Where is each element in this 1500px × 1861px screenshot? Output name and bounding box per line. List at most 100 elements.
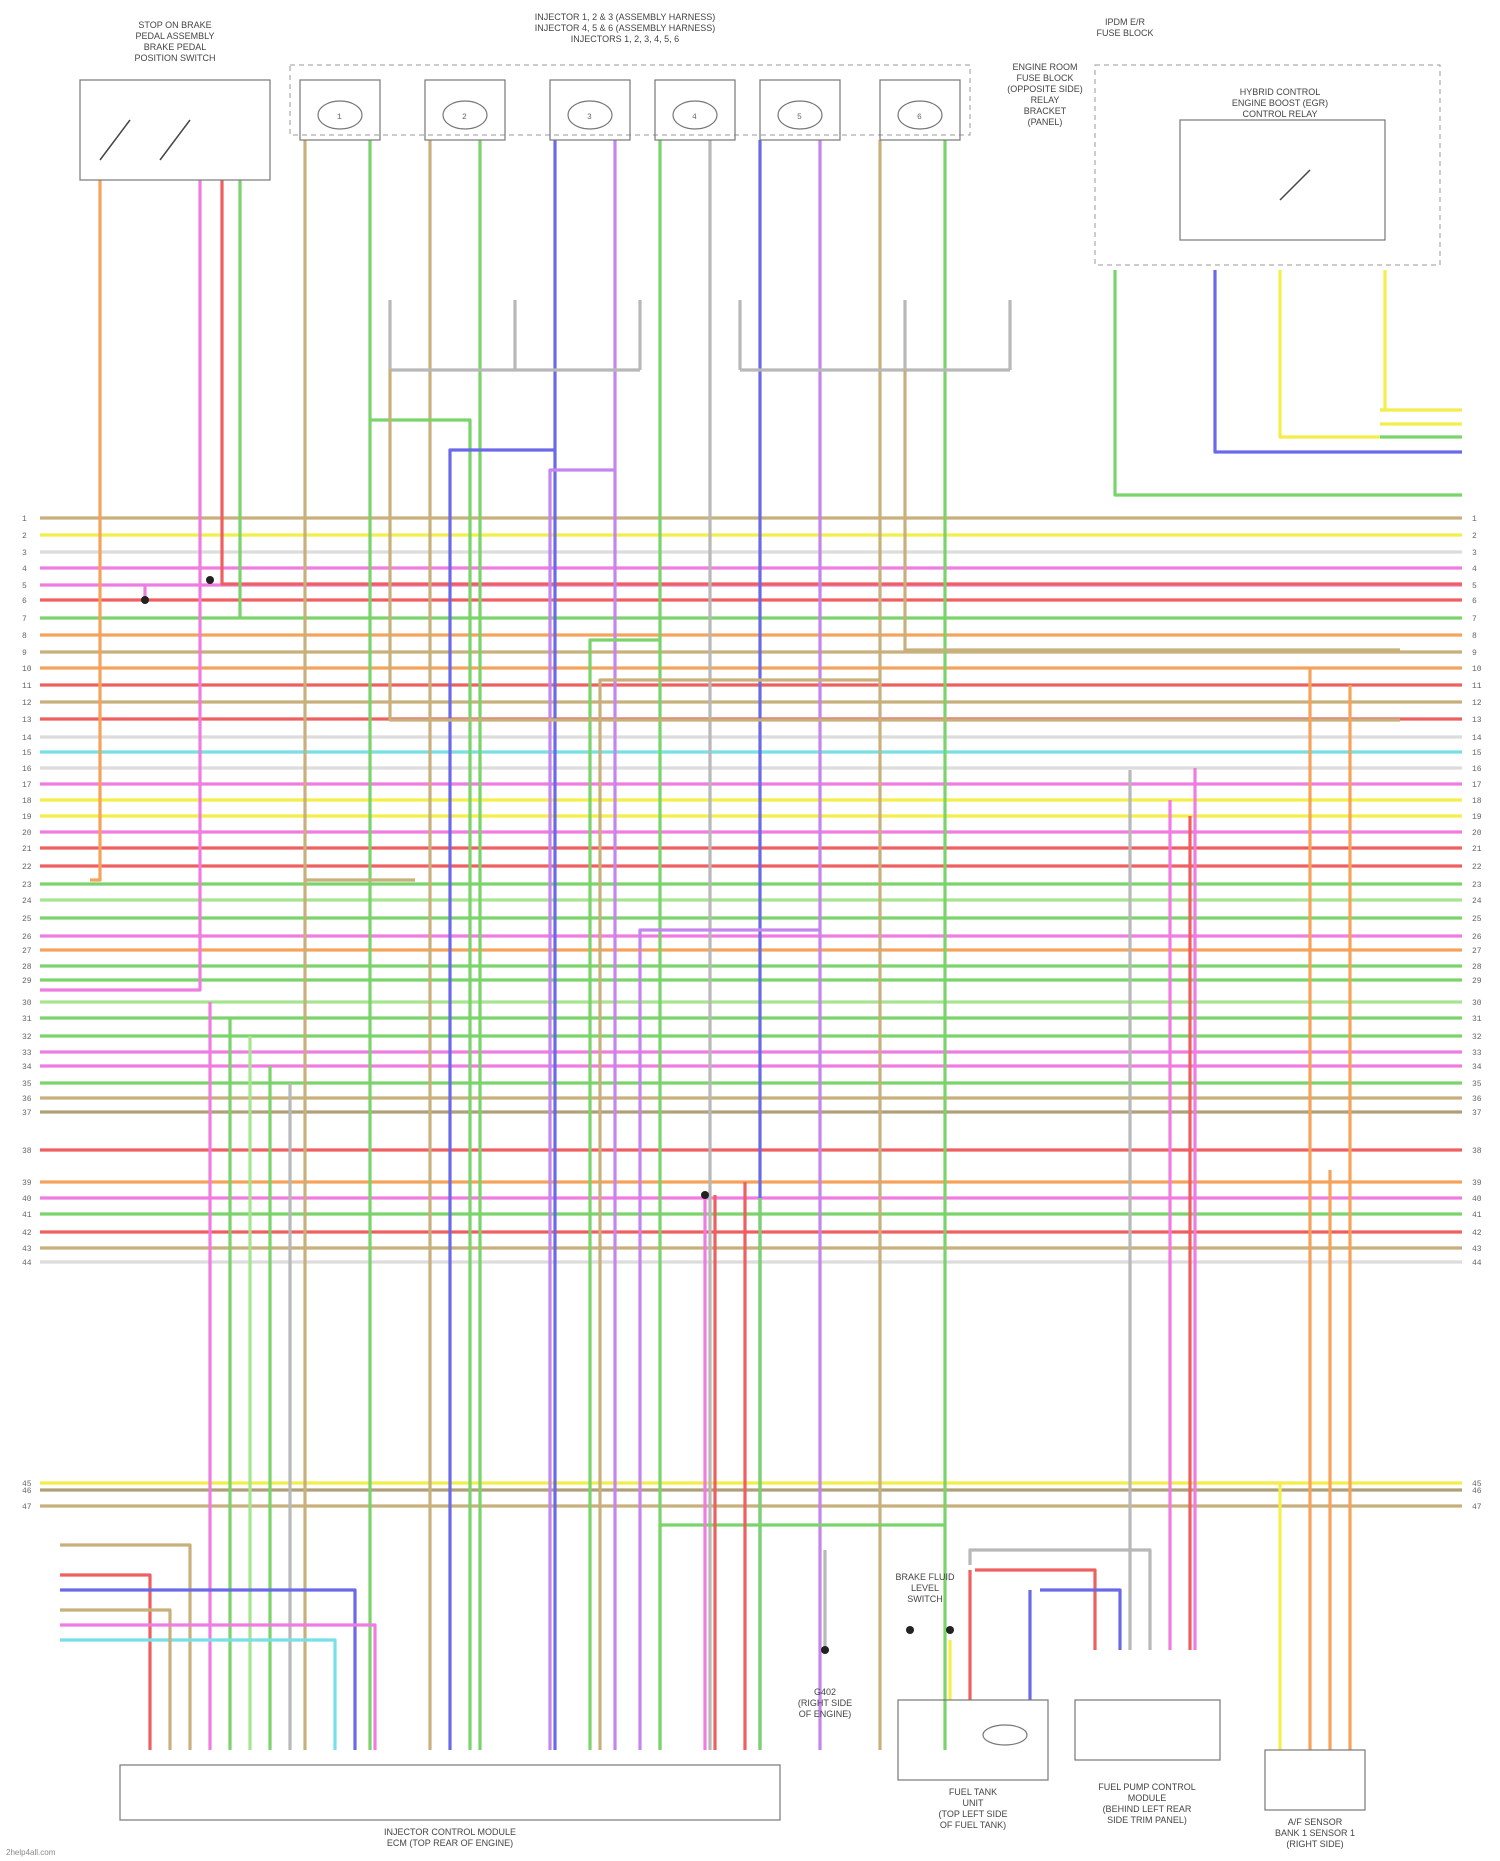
- right-pin-number: 44: [1472, 1259, 1482, 1268]
- left-pin-number: 26: [22, 933, 32, 942]
- left-pin-number: 9: [22, 649, 27, 658]
- injector-wire: [450, 450, 555, 1750]
- right-pin-number: 25: [1472, 915, 1482, 924]
- splice-dot: [821, 1646, 829, 1654]
- stop-switch-wire: [90, 180, 100, 880]
- relay-side-label: BRACKET: [1024, 106, 1067, 116]
- fuel-level-sensor: [983, 1725, 1027, 1745]
- left-pin-number: 15: [22, 749, 32, 758]
- stop-switch-label: POSITION SWITCH: [135, 53, 216, 63]
- relay-side-label: (OPPOSITE SIDE): [1007, 84, 1083, 94]
- right-pin-number: 15: [1472, 749, 1482, 758]
- fuel-pump-module: [1075, 1700, 1220, 1760]
- left-pin-number: 22: [22, 863, 32, 872]
- right-pin-number: 20: [1472, 829, 1482, 838]
- injector-6: [880, 80, 960, 140]
- right-pin-number: 1: [1472, 515, 1477, 524]
- relay-side-label: ENGINE ROOM: [1012, 62, 1077, 72]
- fuel-pump-label: MODULE: [1128, 1793, 1167, 1803]
- injector-wire: [550, 470, 615, 1750]
- fuel-pump-label: (BEHIND LEFT REAR: [1103, 1804, 1192, 1814]
- left-pin-number: 34: [22, 1063, 32, 1072]
- af-sensor-label: BANK 1 SENSOR 1: [1275, 1828, 1355, 1838]
- left-pin-number: 2: [22, 532, 27, 541]
- relay-wire: [1280, 270, 1380, 437]
- ground-label: (RIGHT SIDE: [798, 1698, 852, 1708]
- left-pin-number: 46: [22, 1487, 32, 1496]
- left-pin-number: 41: [22, 1211, 32, 1220]
- left-pin-number: 43: [22, 1245, 32, 1254]
- right-pin-number: 18: [1472, 797, 1482, 806]
- af-sensor: [1265, 1750, 1365, 1810]
- left-pin-number: 35: [22, 1080, 32, 1089]
- ecm-label: INJECTOR CONTROL MODULE: [384, 1827, 516, 1837]
- splice-dot: [141, 596, 149, 604]
- left-pin-number: 6: [22, 597, 27, 606]
- right-pin-number: 11: [1472, 682, 1482, 691]
- right-pin-number: 36: [1472, 1095, 1482, 1104]
- right-pin-number: 16: [1472, 765, 1482, 774]
- relay-label: HYBRID CONTROL: [1240, 87, 1321, 97]
- left-pin-number: 18: [22, 797, 32, 806]
- injector-number: 6: [917, 113, 922, 122]
- right-pin-number: 9: [1472, 649, 1477, 658]
- right-pin-number: 29: [1472, 977, 1482, 986]
- ecm-wire: [60, 1640, 335, 1750]
- right-pin-number: 33: [1472, 1049, 1482, 1058]
- left-pin-number: 10: [22, 665, 32, 674]
- injector-header: INJECTORS 1, 2, 3, 4, 5, 6: [571, 34, 679, 44]
- injector-1: [300, 80, 380, 140]
- relay-wire: [1380, 270, 1385, 410]
- ecm-label: ECM (TOP REAR OF ENGINE): [387, 1838, 513, 1848]
- left-pin-number: 33: [22, 1049, 32, 1058]
- relay-side-label: (PANEL): [1028, 117, 1063, 127]
- fuse-box-label: FUSE BLOCK: [1096, 28, 1153, 38]
- relay-wire: [1215, 270, 1380, 452]
- left-pin-number: 20: [22, 829, 32, 838]
- right-pin-number: 35: [1472, 1080, 1482, 1089]
- stop-switch-wire: [222, 180, 1462, 584]
- right-pin-number: 6: [1472, 597, 1477, 606]
- left-pin-number: 47: [22, 1503, 32, 1512]
- right-pin-number: 27: [1472, 947, 1482, 956]
- right-pin-number: 8: [1472, 632, 1477, 641]
- right-pin-number: 32: [1472, 1033, 1482, 1042]
- splice-dot: [946, 1626, 954, 1634]
- injector-4: [655, 80, 735, 140]
- left-pin-number: 38: [22, 1147, 32, 1156]
- injector-5: [760, 80, 840, 140]
- right-pin-number: 17: [1472, 781, 1482, 790]
- stop-switch-box: [80, 80, 270, 180]
- ground-label: G402: [814, 1687, 836, 1697]
- relay-label: ENGINE BOOST (EGR): [1232, 98, 1328, 108]
- left-pin-number: 19: [22, 813, 32, 822]
- injector-header: INJECTOR 1, 2 & 3 (ASSEMBLY HARNESS): [535, 12, 716, 22]
- left-pin-number: 3: [22, 549, 27, 558]
- right-pin-number: 47: [1472, 1503, 1482, 1512]
- right-pin-number: 43: [1472, 1245, 1482, 1254]
- af-sensor-label: (RIGHT SIDE): [1286, 1839, 1343, 1849]
- injector-number: 1: [337, 113, 342, 122]
- left-pin-number: 11: [22, 682, 32, 691]
- relay-box: [1180, 120, 1385, 240]
- left-pin-number: 13: [22, 716, 32, 725]
- ecm-wire: [60, 1610, 170, 1750]
- fuel-pump-label: FUEL PUMP CONTROL: [1098, 1782, 1196, 1792]
- splice-dot: [701, 1191, 709, 1199]
- fuel-tank-label: (TOP LEFT SIDE: [938, 1809, 1007, 1819]
- fuel-pump-label: SIDE TRIM PANEL): [1107, 1815, 1187, 1825]
- fuse-box-label: IPDM E/R: [1105, 17, 1146, 27]
- stop-switch-label: BRAKE PEDAL: [144, 42, 207, 52]
- relay-contact: [1280, 170, 1310, 200]
- brake-fluid-label: LEVEL: [911, 1583, 939, 1593]
- injector-number: 2: [462, 113, 467, 122]
- left-pin-number: 31: [22, 1015, 32, 1024]
- left-pin-number: 27: [22, 947, 32, 956]
- left-pin-number: 32: [22, 1033, 32, 1042]
- right-pin-number: 21: [1472, 845, 1482, 854]
- injector-3: [550, 80, 630, 140]
- stop-switch-label: PEDAL ASSEMBLY: [135, 31, 214, 41]
- right-pin-number: 40: [1472, 1195, 1482, 1204]
- right-pin-number: 30: [1472, 999, 1482, 1008]
